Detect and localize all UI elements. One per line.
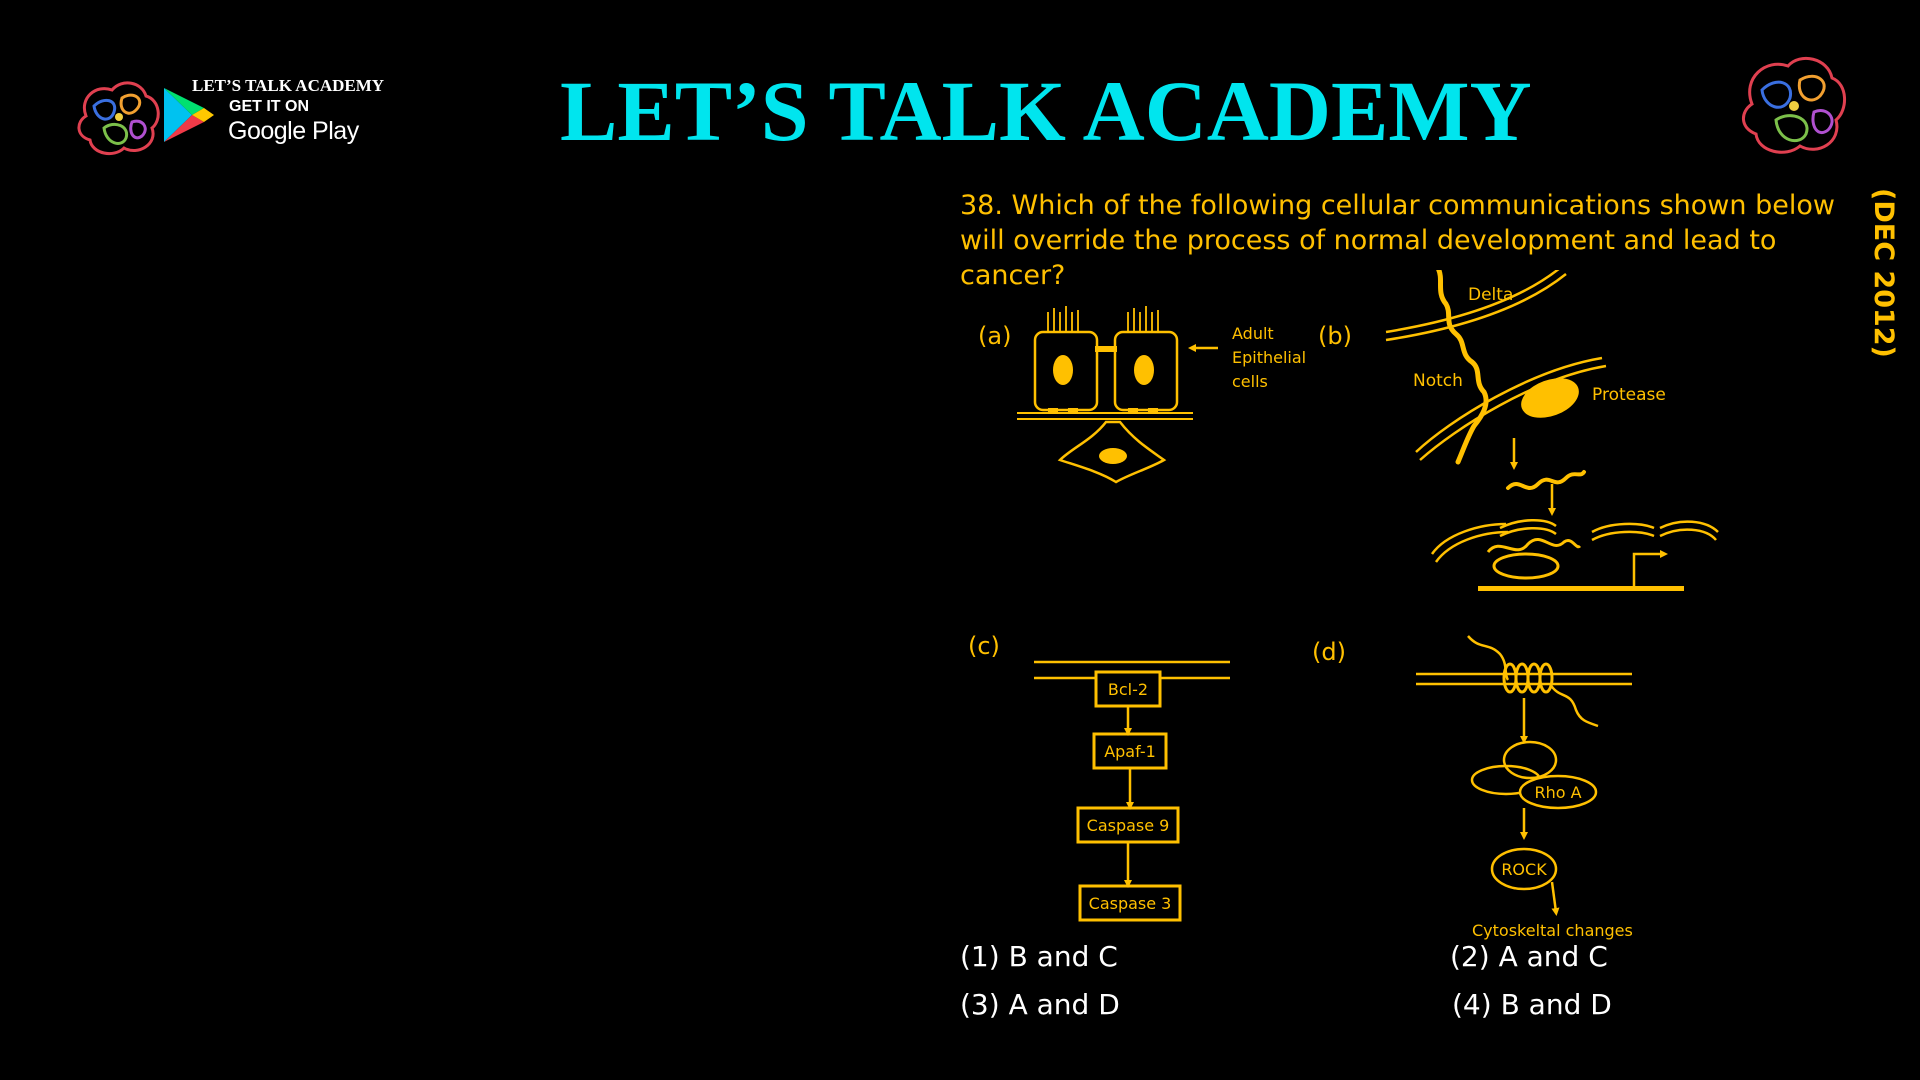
mesenchymal-cell [1057,420,1167,484]
panel-d: (d) Rho A ROCK Cytoskeltal changes [1312,635,1633,940]
annotation-epithelial: Epithelial [1232,348,1306,367]
annotation-cells: cells [1232,372,1268,391]
question-figure: (a) Adult Epithelial cells (b) [968,270,1719,940]
notch-receptor [1436,270,1489,465]
app-logo-right [1738,50,1848,160]
label-rock: ROCK [1501,860,1547,879]
nuclear-envelope [1430,519,1719,563]
panel-b-label: (b) [1318,322,1352,350]
panel-c-label: (c) [968,632,1000,660]
option-3[interactable]: (3) A and D [960,988,1120,1021]
brand-name-small: LET’S TALK ACADEMY [192,76,385,95]
panel-a-label: (a) [978,322,1011,350]
label-delta: Delta [1468,285,1513,305]
panel-b: (b) Delta Notch Protease [1318,270,1719,591]
question-text: 38. Which of the following cellular comm… [960,190,1835,291]
step-label-caspase9: Caspase 9 [1087,816,1170,835]
label-notch: Notch [1413,371,1463,391]
page-title: LET’S TALK ACADEMY [560,63,1532,159]
google-play-label[interactable]: Google Play [228,117,359,145]
label-rho-a: Rho A [1534,783,1581,802]
gpcr-receptor [1502,662,1554,694]
exam-year-label: (DEC 2012) [1868,188,1899,358]
dna-strand [1478,586,1684,591]
panel-c: (c) Bcl-2 Apaf-1 Caspase 9 Caspase 3 [968,632,1230,922]
step-label-caspase3: Caspase 3 [1089,894,1172,913]
option-1[interactable]: (1) B and C [960,940,1118,973]
option-2[interactable]: (2) A and C [1450,940,1608,973]
step-box-caspase3 [1078,884,1182,922]
app-logo-left [74,76,164,158]
step-label-bcl2: Bcl-2 [1108,680,1148,699]
option-4[interactable]: (4) B and D [1452,988,1612,1021]
label-cytoskeletal-changes: Cytoskeltal changes [1472,921,1633,940]
get-it-on-label[interactable]: GET IT ON [229,98,309,115]
protease-enzyme [1521,378,1579,418]
panel-a: (a) Adult Epithelial cells [978,306,1306,484]
label-protease: Protease [1592,385,1666,405]
step-label-apaf1: Apaf-1 [1104,742,1156,761]
rho-a-protein [1518,774,1598,810]
google-play-icon[interactable] [160,86,216,144]
rock-kinase [1490,847,1558,891]
annotation-adult: Adult [1232,324,1274,343]
panel-d-label: (d) [1312,638,1346,666]
